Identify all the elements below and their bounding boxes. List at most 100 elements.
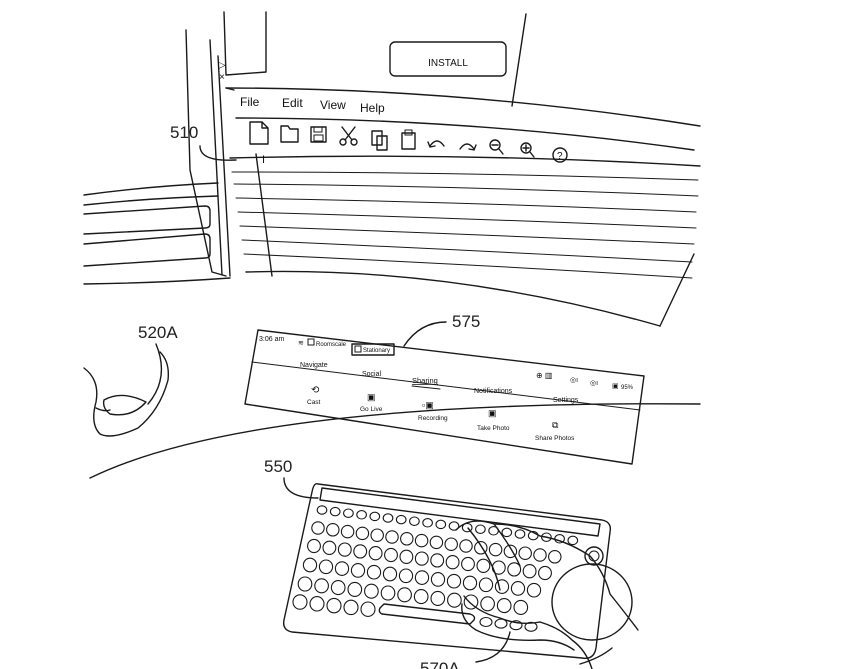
keyboard-key[interactable]: [355, 526, 370, 541]
new-file-icon[interactable]: [249, 121, 269, 145]
cast-action[interactable]: ⟲ Cast: [307, 385, 321, 406]
keyboard[interactable]: [282, 482, 633, 659]
share-photos-action[interactable]: ⧉ Share Photos: [535, 420, 575, 442]
keyboard-key[interactable]: [409, 516, 420, 526]
keyboard-key[interactable]: [382, 566, 398, 582]
tab-settings[interactable]: Settings: [553, 397, 579, 404]
keyboard-key[interactable]: [369, 511, 381, 522]
keyboard-key[interactable]: [368, 546, 383, 561]
zoom-in-icon[interactable]: [520, 142, 535, 158]
recording-action[interactable]: ▫▣ Recording: [418, 400, 448, 422]
keyboard-key[interactable]: [430, 572, 446, 587]
tab-notifications[interactable]: Notifications: [474, 388, 513, 395]
cut-icon[interactable]: [339, 126, 358, 146]
keyboard-key[interactable]: [347, 581, 363, 597]
keyboard-key[interactable]: [444, 537, 458, 551]
keyboard-key[interactable]: [309, 596, 325, 612]
keyboard-key[interactable]: [318, 559, 334, 575]
trackpad[interactable]: [551, 563, 633, 641]
save-icon[interactable]: [310, 126, 327, 143]
keyboard-key[interactable]: [446, 573, 462, 589]
keyboard-key[interactable]: [314, 578, 329, 594]
keyboard-key[interactable]: [461, 556, 475, 572]
keyboard-key[interactable]: [322, 540, 337, 555]
keyboard-key[interactable]: [513, 599, 529, 615]
keyboard-key[interactable]: [567, 535, 579, 546]
menu-edit[interactable]: Edit: [282, 96, 303, 110]
keyboard-key[interactable]: [514, 529, 526, 539]
keyboard-key[interactable]: [510, 581, 526, 596]
keyboard-key[interactable]: [413, 589, 429, 605]
keyboard-key[interactable]: [522, 564, 537, 579]
keyboard-dial[interactable]: [584, 546, 604, 566]
keyboard-key[interactable]: [399, 549, 414, 564]
keyboard-key[interactable]: [395, 514, 407, 525]
mode-roomscale[interactable]: Roomscale: [316, 342, 347, 348]
keyboard-key[interactable]: [430, 553, 445, 568]
keyboard-key[interactable]: [302, 557, 318, 573]
open-folder-icon[interactable]: [280, 125, 299, 143]
keyboard-key[interactable]: [297, 576, 313, 592]
keyboard-key[interactable]: [307, 538, 321, 554]
keyboard-key[interactable]: [501, 527, 513, 538]
keyboard-key[interactable]: [343, 508, 354, 518]
keyboard-key[interactable]: [292, 594, 308, 610]
menu-help[interactable]: Help: [360, 101, 385, 115]
keyboard-key[interactable]: [448, 521, 460, 531]
spacebar[interactable]: [378, 603, 476, 625]
menu-view[interactable]: View: [320, 98, 346, 112]
keyboard-key[interactable]: [430, 590, 446, 606]
undo-icon[interactable]: [427, 140, 445, 148]
go-live-action[interactable]: ▣ Go Live: [360, 392, 383, 413]
keyboard-key[interactable]: [350, 563, 366, 578]
keyboard-key[interactable]: [397, 587, 412, 603]
keyboard-key[interactable]: [435, 519, 447, 530]
keyboard-key[interactable]: [380, 585, 396, 601]
keyboard-key[interactable]: [334, 561, 350, 576]
take-photo-action[interactable]: ▣ Take Photo: [477, 408, 510, 432]
keyboard-key[interactable]: [414, 551, 429, 566]
redo-icon[interactable]: [459, 143, 477, 151]
close-icon[interactable]: ×: [219, 72, 225, 83]
keyboard-key[interactable]: [316, 505, 328, 515]
keyboard-key[interactable]: [538, 565, 552, 581]
help-icon[interactable]: ?: [552, 147, 568, 163]
menu-file[interactable]: File: [240, 95, 260, 109]
keyboard-key[interactable]: [422, 518, 433, 528]
keyboard-key[interactable]: [507, 562, 522, 577]
tab-social[interactable]: Social: [362, 371, 382, 378]
keyboard-key[interactable]: [384, 547, 398, 563]
keyboard-key[interactable]: [337, 542, 352, 557]
install-button[interactable]: INSTALL: [389, 41, 507, 77]
mode-stationary-highlight[interactable]: [351, 343, 395, 356]
keyboard-key[interactable]: [459, 539, 473, 553]
keyboard-key[interactable]: [398, 568, 414, 584]
keyboard-key[interactable]: [343, 599, 359, 616]
keyboard-key[interactable]: [385, 530, 399, 544]
zoom-out-icon[interactable]: [489, 139, 504, 155]
keyboard-key[interactable]: [480, 596, 495, 612]
collapse-arrow-icon[interactable]: ▷: [218, 60, 226, 71]
keyboard-key[interactable]: [340, 524, 355, 539]
keyboard-key[interactable]: [414, 533, 429, 548]
keyboard-key[interactable]: [533, 548, 547, 562]
tab-sharing[interactable]: Sharing: [412, 376, 438, 385]
keyboard-key[interactable]: [526, 582, 542, 598]
keyboard-key[interactable]: [478, 577, 494, 593]
keyboard-key[interactable]: [364, 583, 379, 599]
keyboard-key[interactable]: [479, 616, 493, 628]
keyboard-key[interactable]: [488, 542, 503, 557]
keyboard-key[interactable]: [447, 592, 462, 608]
keyboard-key[interactable]: [476, 558, 491, 573]
keyboard-key[interactable]: [496, 598, 512, 614]
keyboard-keys[interactable]: [292, 505, 579, 632]
keyboard-key[interactable]: [329, 506, 341, 517]
tab-navigate[interactable]: Navigate: [300, 362, 328, 369]
keyboard-key[interactable]: [330, 580, 346, 596]
keyboard-key[interactable]: [462, 575, 478, 591]
copy-icon[interactable]: [371, 130, 388, 151]
keyboard-key[interactable]: [518, 546, 532, 560]
keyboard-key[interactable]: [366, 564, 382, 580]
keyboard-key[interactable]: [548, 550, 562, 564]
keyboard-key[interactable]: [429, 535, 444, 550]
